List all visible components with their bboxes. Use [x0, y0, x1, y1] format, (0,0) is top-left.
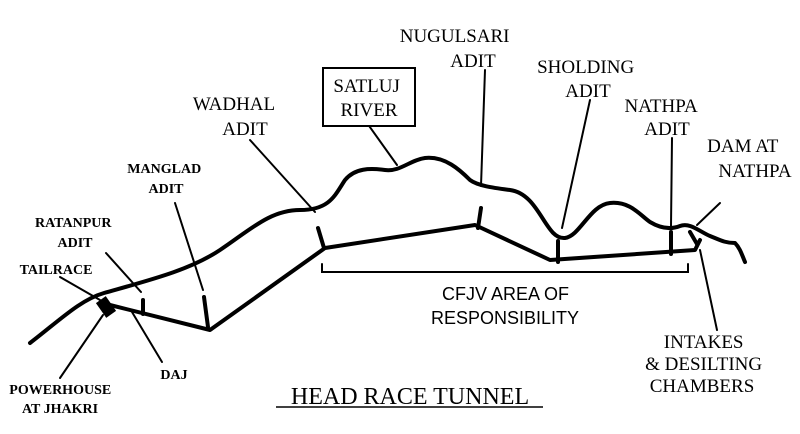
- ratanpur-leader: [105, 252, 142, 293]
- tailrace-leader: [59, 276, 101, 301]
- dam-line: [688, 230, 699, 246]
- powerhouse-block: [95, 296, 117, 318]
- ratanpur-label: RATANPUR ADIT: [35, 216, 115, 251]
- manglad-leader: [174, 202, 204, 291]
- nathpa-adit-leader: [670, 137, 673, 227]
- manglad-label: MANGLAD ADIT: [127, 162, 204, 197]
- satluj-label: SATLUJ RIVER: [333, 76, 404, 121]
- dam-leader: [696, 202, 721, 226]
- daj-label: DAJ: [160, 368, 187, 383]
- head-race-tunnel-line: [108, 223, 702, 332]
- intakes-label: INTAKES & DESILTING CHAMBERS: [645, 332, 767, 397]
- intakes-leader: [699, 249, 718, 331]
- daj-leader: [131, 311, 163, 363]
- nathpa-adit-label: NATHPA ADIT: [625, 96, 702, 140]
- sholding-label: SHOLDING ADIT: [537, 57, 639, 102]
- wadhal-adit-line: [316, 226, 326, 250]
- cfjv-label: CFJV AREA OF RESPONSIBILITY: [431, 284, 579, 328]
- satluj-leader: [366, 122, 398, 166]
- wadhal-leader: [249, 139, 316, 213]
- cfjv-bracket: [321, 263, 689, 273]
- diagram-title: HEAD RACE TUNNEL: [291, 384, 529, 410]
- powerhouse-label: POWERHOUSE AT JHAKRI: [9, 383, 114, 417]
- nugulsari-label: NUGULSARI ADIT: [400, 26, 515, 72]
- manglad-adit-line: [202, 295, 210, 329]
- nugulsari-adit-line: [476, 206, 483, 230]
- satluj-river-line: [28, 155, 747, 345]
- wadhal-label: WADHAL ADIT: [193, 94, 279, 140]
- sholding-leader: [561, 99, 591, 229]
- tailrace-label: TAILRACE: [20, 263, 93, 278]
- satluj-label-box: [322, 67, 416, 127]
- powerhouse-leader: [59, 314, 104, 379]
- dam-label: DAM AT NATHPA: [707, 136, 792, 182]
- nugulsari-leader: [480, 69, 486, 187]
